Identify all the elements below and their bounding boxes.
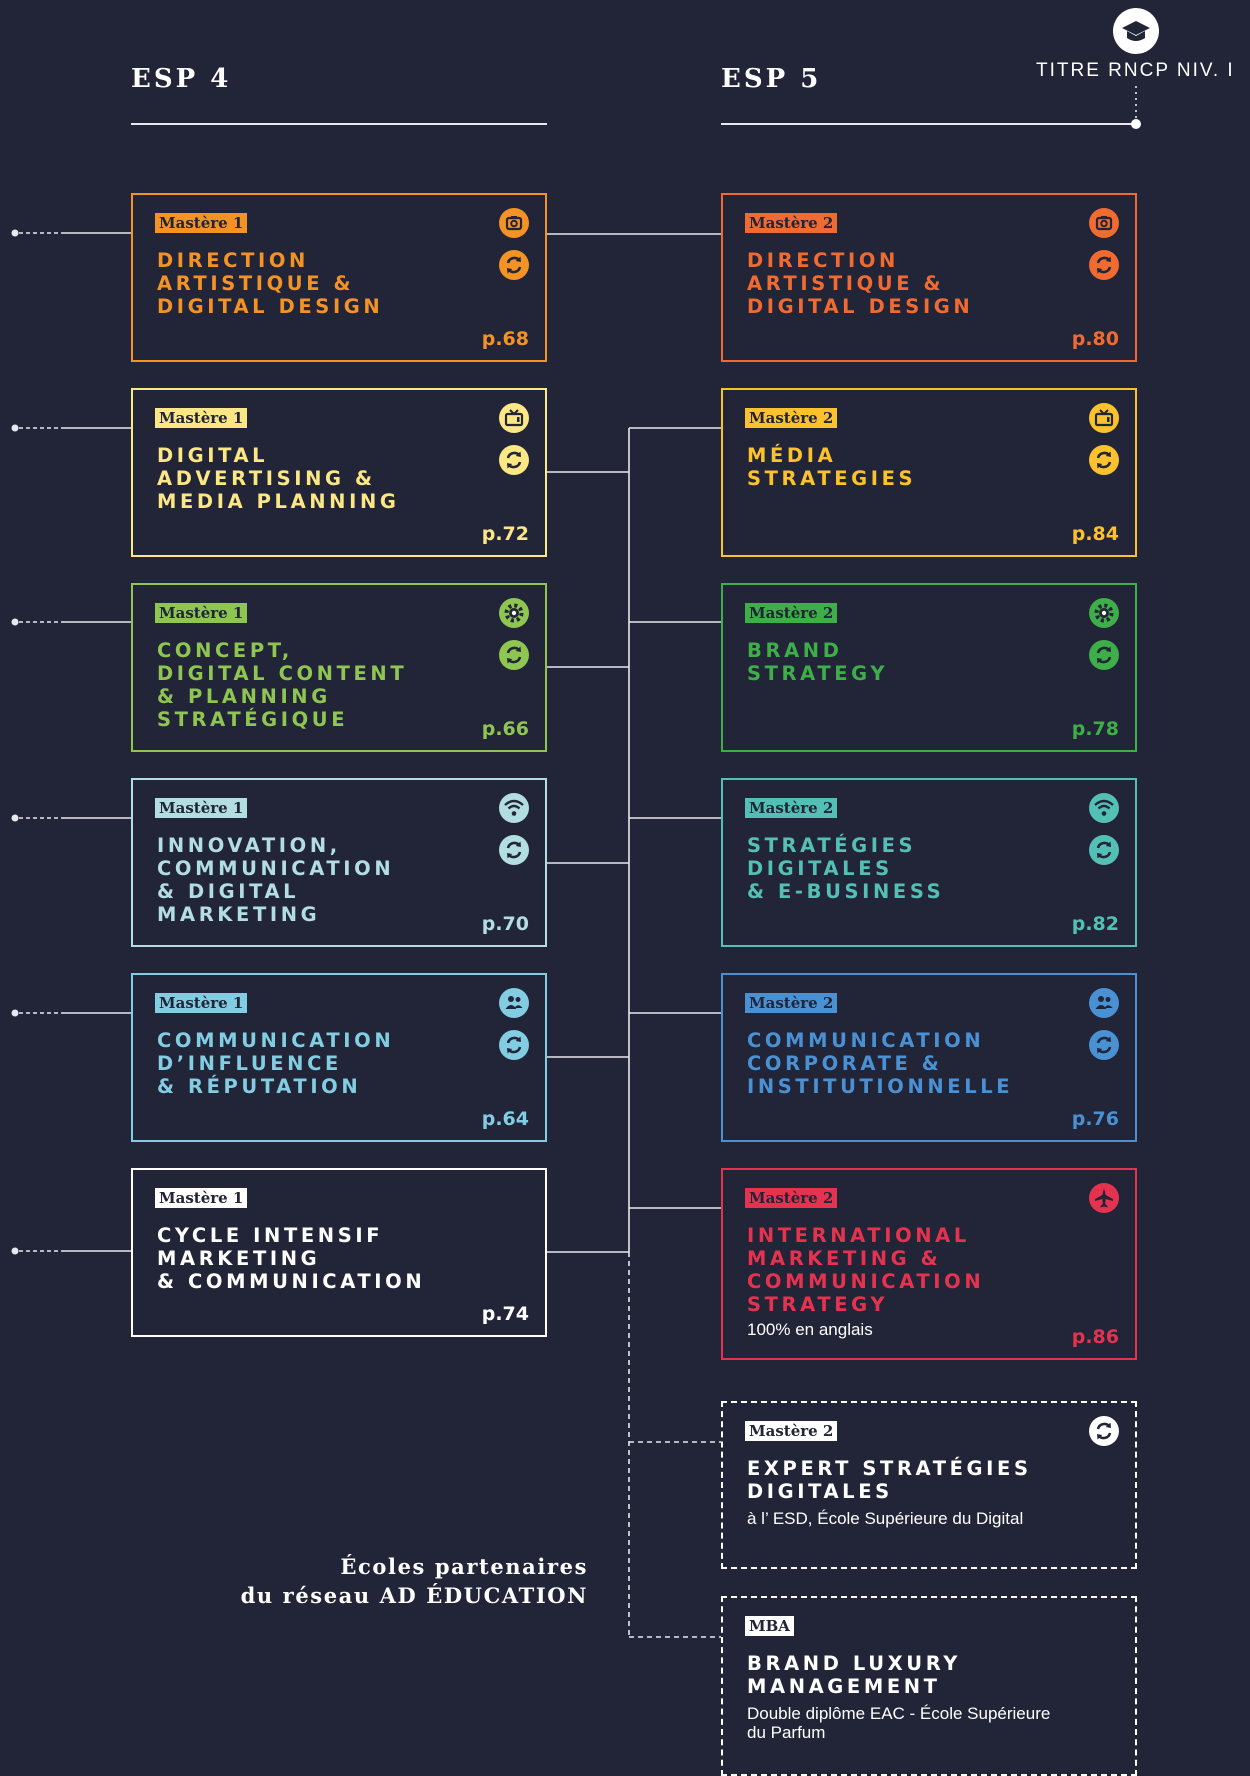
wifi-icon: [499, 793, 529, 823]
card-title: DIRECTION ARTISTIQUE & DIGITAL DESIGN: [747, 249, 974, 318]
esp5-title: ESP 5: [721, 64, 822, 94]
esp4-rule: [131, 123, 547, 125]
refresh-icon: [1089, 250, 1119, 280]
card-page-ref[interactable]: p.70: [481, 913, 529, 935]
card-badge: Mastère 2: [745, 213, 838, 233]
card-page-ref[interactable]: p.78: [1071, 718, 1119, 740]
rncp-dot: [1131, 119, 1141, 129]
card-badge: Mastère 2: [745, 1421, 838, 1441]
card-page-ref[interactable]: p.84: [1071, 523, 1119, 545]
partners-label-line2: du réseau AD ÉDUCATION: [240, 1583, 588, 1608]
card-title: STRATÉGIES DIGITALES & E-BUSINESS: [747, 834, 945, 903]
card-page-ref[interactable]: p.82: [1071, 913, 1119, 935]
camera-icon: [499, 208, 529, 238]
card-title: DIGITAL ADVERTISING & MEDIA PLANNING: [157, 444, 400, 513]
partners-label-line1: Écoles partenaires: [340, 1554, 588, 1579]
gear-icon: [499, 598, 529, 628]
tv-icon: [1089, 403, 1119, 433]
refresh-icon: [1089, 1416, 1119, 1446]
people-icon: [499, 988, 529, 1018]
partner-card-esd[interactable]: Mastère 2 EXPERT STRATÉGIES DIGITALES à …: [721, 1401, 1137, 1569]
esp4-card-5[interactable]: Mastère 1 COMMUNICATION D’INFLUENCE & RÉP…: [131, 973, 547, 1142]
card-badge: Mastère 2: [745, 408, 838, 428]
card-title: DIRECTION ARTISTIQUE & DIGITAL DESIGN: [157, 249, 384, 318]
refresh-icon: [499, 250, 529, 280]
card-page-ref[interactable]: p.64: [481, 1108, 529, 1130]
card-badge: Mastère 1: [155, 993, 248, 1013]
card-subtitle: à l’ ESD, École Supérieure du Digital: [747, 1509, 1024, 1528]
card-title: CONCEPT, DIGITAL CONTENT & PLANNING STRA…: [157, 639, 408, 731]
esp5-card-1[interactable]: Mastère 2 DIRECTION ARTISTIQUE & DIGITAL …: [721, 193, 1137, 362]
refresh-icon: [499, 640, 529, 670]
esp4-title: ESP 4: [131, 64, 232, 94]
card-page-ref[interactable]: p.74: [481, 1303, 529, 1325]
card-title: INNOVATION, COMMUNICATION & DIGITAL MARK…: [157, 834, 395, 926]
refresh-icon: [499, 445, 529, 475]
card-title: CYCLE INTENSIF MARKETING & COMMUNICATION: [157, 1224, 426, 1293]
plane-icon: [1089, 1183, 1119, 1213]
card-badge: MBA: [745, 1616, 794, 1636]
esp4-card-2[interactable]: Mastère 1 DIGITAL ADVERTISING & MEDIA PLA…: [131, 388, 547, 557]
card-badge: Mastère 1: [155, 1188, 248, 1208]
titre-rncp-label: TITRE RNCP NIV. I: [1036, 60, 1235, 81]
refresh-icon: [499, 1030, 529, 1060]
esp4-card-1[interactable]: Mastère 1 DIRECTION ARTISTIQUE & DIGITAL …: [131, 193, 547, 362]
wifi-icon: [1089, 793, 1119, 823]
esp5-card-5[interactable]: Mastère 2 COMMUNICATION CORPORATE & INSTI…: [721, 973, 1137, 1142]
esp5-card-6[interactable]: Mastère 2 INTERNATIONAL MARKETING & COMMU…: [721, 1168, 1137, 1360]
esp5-card-2[interactable]: Mastère 2 MÉDIA STRATEGIES p.84: [721, 388, 1137, 557]
partner-card-eac[interactable]: MBA BRAND LUXURY MANAGEMENT Double diplô…: [721, 1596, 1137, 1776]
esp4-card-3[interactable]: Mastère 1 CONCEPT, DIGITAL CONTENT & PLAN…: [131, 583, 547, 752]
people-icon: [1089, 988, 1119, 1018]
card-title: BRAND STRATEGY: [747, 639, 889, 685]
card-page-ref[interactable]: p.66: [481, 718, 529, 740]
gear-icon: [1089, 598, 1119, 628]
card-title: INTERNATIONAL MARKETING & COMMUNICATION …: [747, 1224, 985, 1316]
card-subtitle: 100% en anglais: [747, 1320, 873, 1339]
card-badge: Mastère 1: [155, 798, 248, 818]
card-title: MÉDIA STRATEGIES: [747, 444, 917, 490]
card-page-ref[interactable]: p.76: [1071, 1108, 1119, 1130]
card-title: BRAND LUXURY MANAGEMENT: [747, 1652, 961, 1698]
card-badge: Mastère 2: [745, 798, 838, 818]
graduation-cap-icon: [1113, 8, 1159, 54]
partners-label: Écoles partenaires du réseau AD ÉDUCATIO…: [241, 1552, 588, 1610]
esp5-card-3[interactable]: Mastère 2 BRAND STRATEGY p.78: [721, 583, 1137, 752]
refresh-icon: [1089, 1030, 1119, 1060]
card-page-ref[interactable]: p.80: [1071, 328, 1119, 350]
refresh-icon: [499, 835, 529, 865]
card-badge: Mastère 2: [745, 1188, 838, 1208]
card-title: EXPERT STRATÉGIES DIGITALES: [747, 1457, 1032, 1503]
tv-icon: [499, 403, 529, 433]
esp4-card-6[interactable]: Mastère 1 CYCLE INTENSIF MARKETING & COMM…: [131, 1168, 547, 1337]
card-title: COMMUNICATION D’INFLUENCE & RÉPUTATION: [157, 1029, 395, 1098]
esp5-card-4[interactable]: Mastère 2 STRATÉGIES DIGITALES & E-BUSINE…: [721, 778, 1137, 947]
card-badge: Mastère 1: [155, 603, 248, 623]
card-page-ref[interactable]: p.86: [1071, 1326, 1119, 1348]
esp5-rule: [721, 123, 1137, 125]
refresh-icon: [1089, 835, 1119, 865]
esp4-card-4[interactable]: Mastère 1 INNOVATION, COMMUNICATION & DIG…: [131, 778, 547, 947]
card-badge: Mastère 1: [155, 213, 248, 233]
card-badge: Mastère 2: [745, 993, 838, 1013]
card-badge: Mastère 2: [745, 603, 838, 623]
card-page-ref[interactable]: p.68: [481, 328, 529, 350]
card-badge: Mastère 1: [155, 408, 248, 428]
refresh-icon: [1089, 445, 1119, 475]
card-subtitle: Double diplôme EAC - École Supérieure du…: [747, 1704, 1051, 1742]
card-title: COMMUNICATION CORPORATE & INSTITUTIONNEL…: [747, 1029, 1014, 1098]
refresh-icon: [1089, 640, 1119, 670]
card-page-ref[interactable]: p.72: [481, 523, 529, 545]
camera-icon: [1089, 208, 1119, 238]
